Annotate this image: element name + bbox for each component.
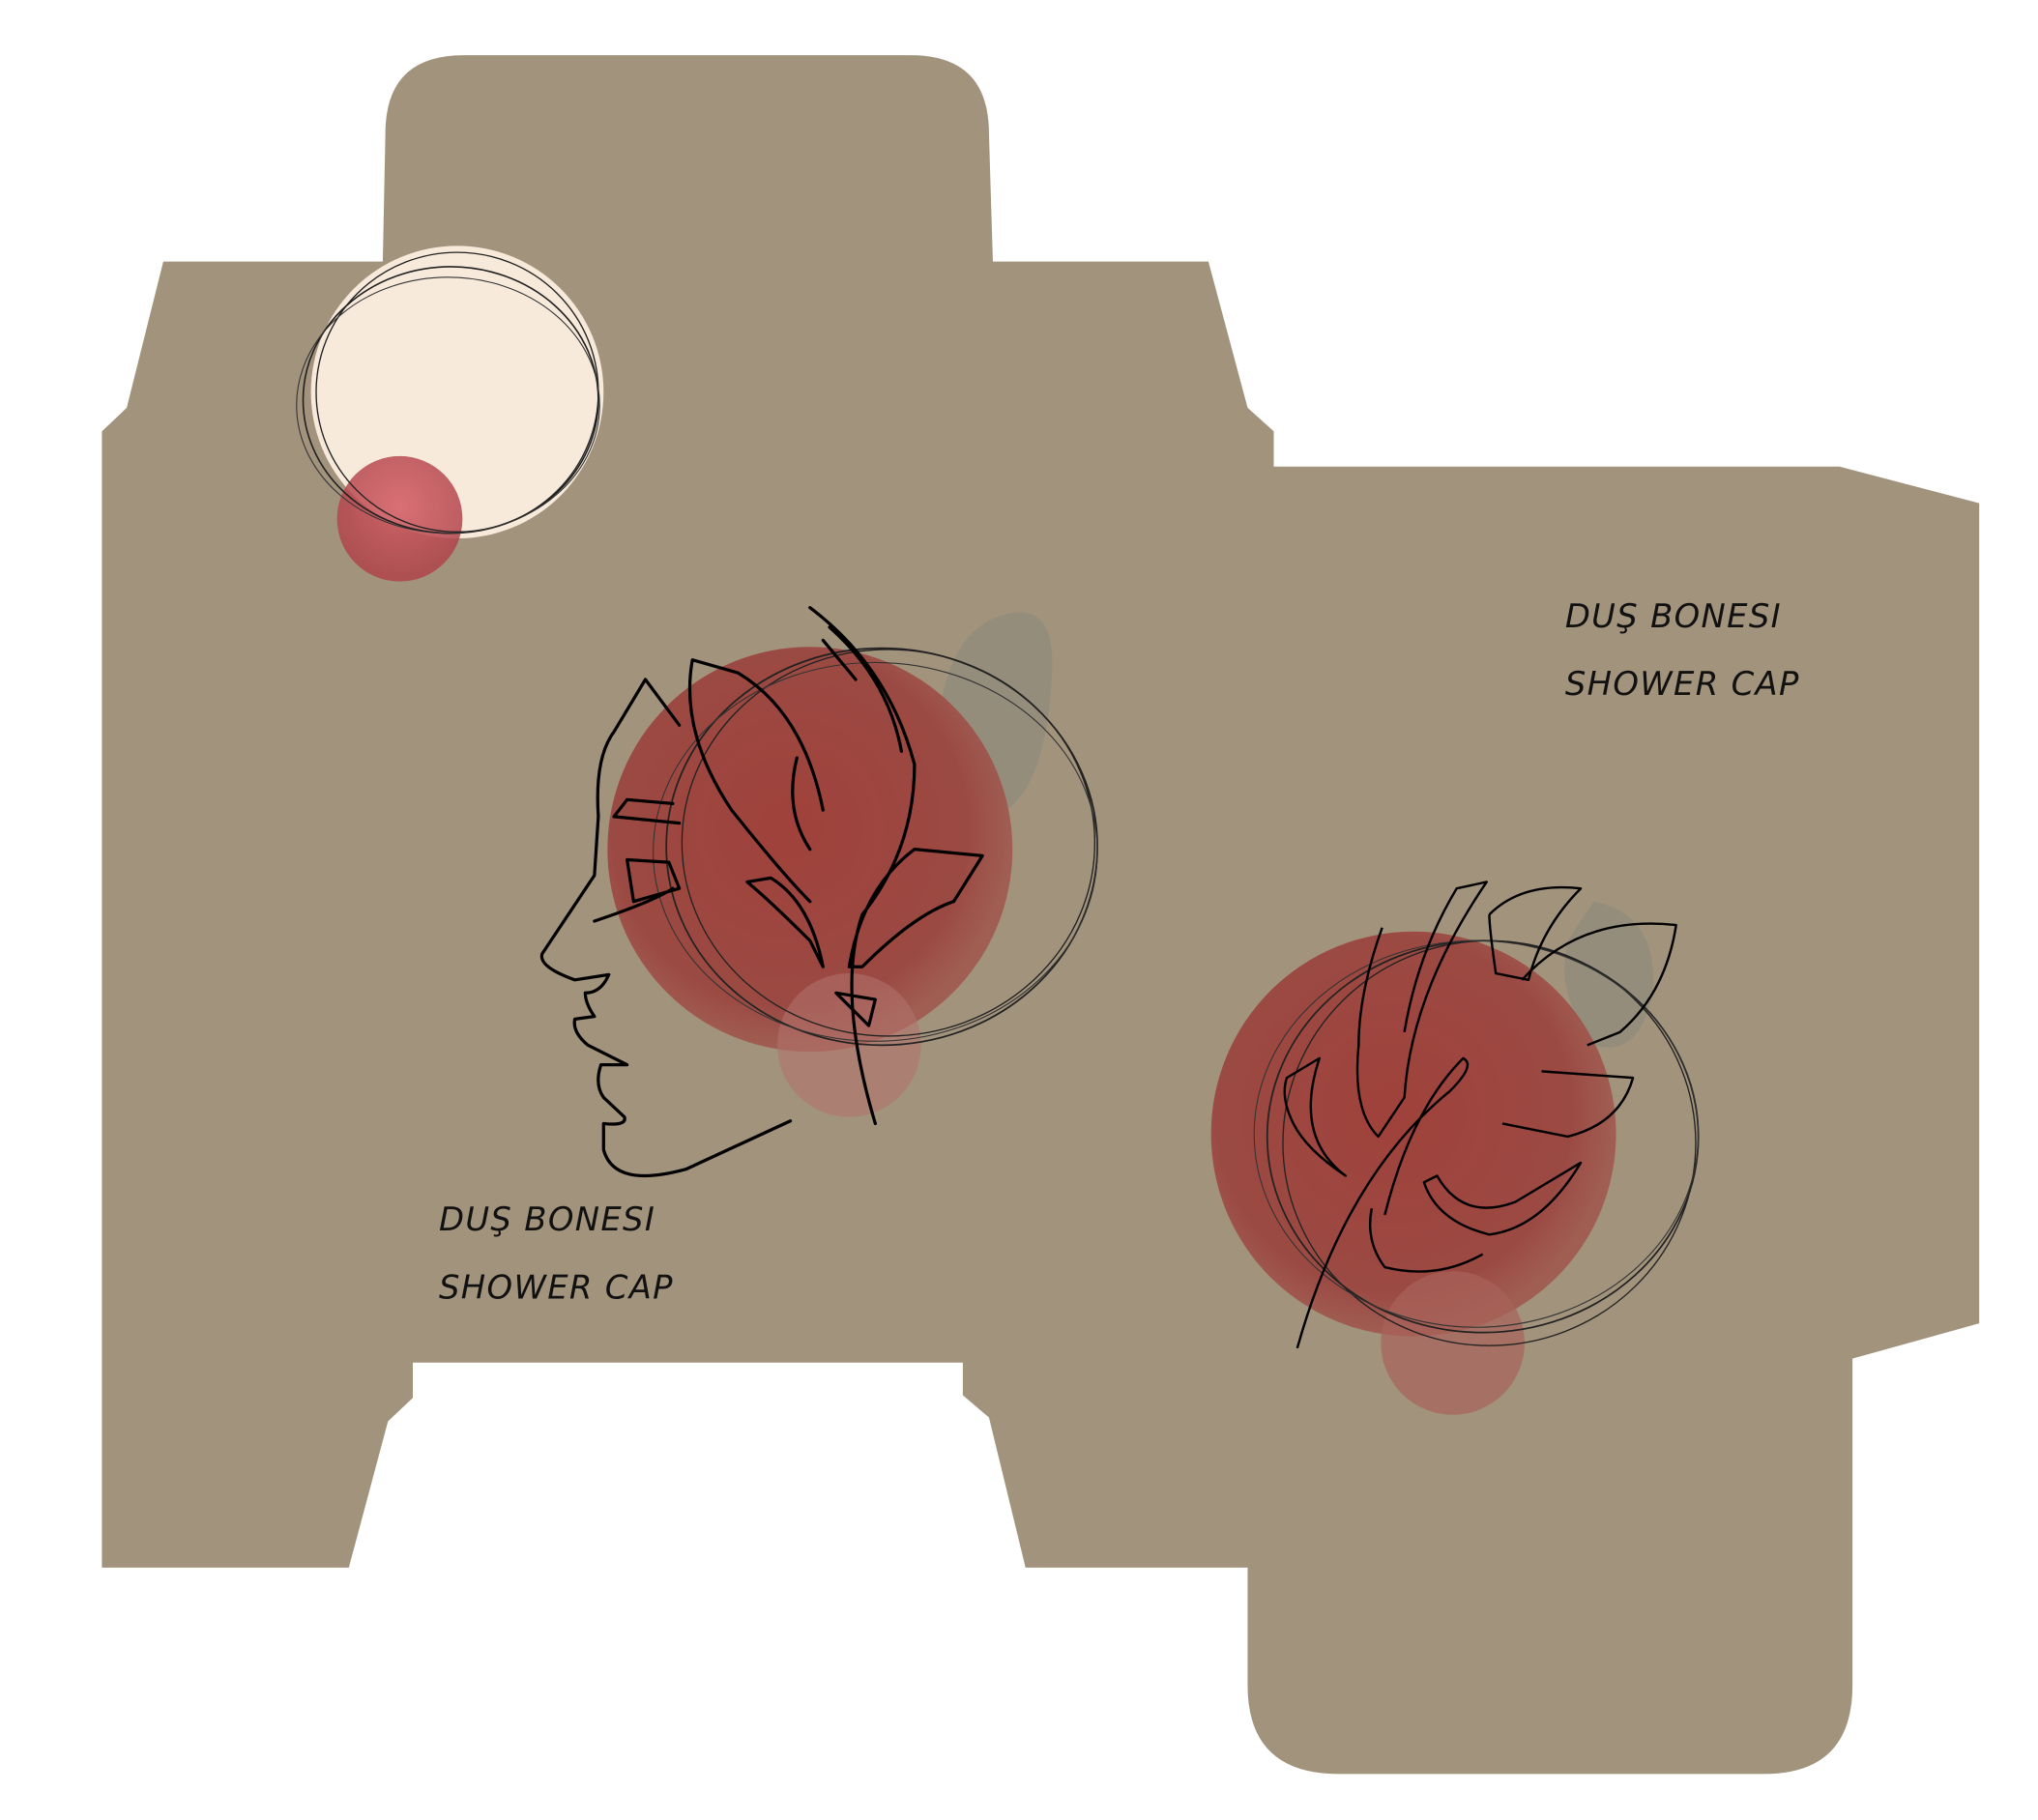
front-title-en: SHOWER CAP [439, 1269, 674, 1307]
side-title-tr: DUŞ BONESI [1565, 597, 1782, 635]
front-title-tr: DUŞ BONESI [439, 1200, 655, 1238]
moon-illustration [296, 246, 604, 582]
side-title-en: SHOWER CAP [1565, 665, 1800, 703]
face-illustration [539, 606, 1098, 1178]
monstera-illustration [1210, 881, 1700, 1415]
